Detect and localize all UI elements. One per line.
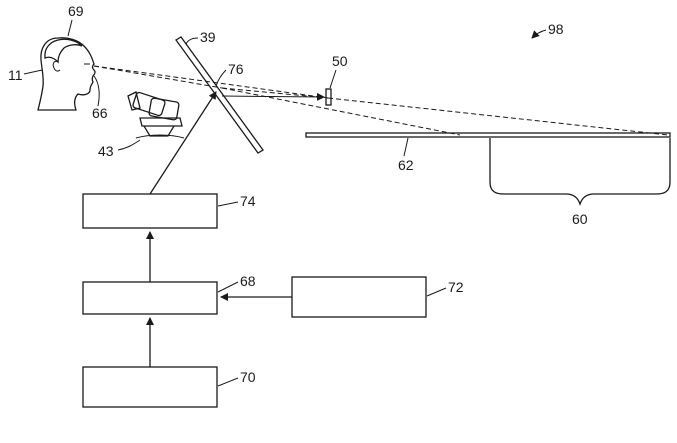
label-object: 50 [332, 53, 348, 69]
sightline-to-object [93, 65, 329, 99]
figure-ref-label: 98 [548, 21, 564, 37]
region-brace [489, 138, 671, 207]
label-region: 60 [572, 211, 588, 227]
sightline-mirror-object [221, 87, 329, 99]
label-box-top: 74 [240, 193, 256, 209]
sightline-to-surface-mid [221, 87, 461, 136]
camera-icon [127, 91, 185, 139]
leader-box-bottom [217, 377, 239, 387]
sightline-to-surface-end [327, 97, 669, 136]
label-camera: 43 [98, 143, 114, 159]
label-mirror-point: 76 [228, 61, 244, 77]
leader-mirror [185, 37, 199, 45]
leader-box-middle [217, 281, 239, 293]
box-68 [82, 281, 218, 315]
label-box-middle: 68 [240, 273, 256, 289]
box-74 [82, 193, 218, 229]
arrow-74-to-mirror [149, 91, 217, 195]
viewer-head [37, 37, 96, 111]
label-surface: 62 [398, 157, 414, 173]
surface-bar [305, 132, 671, 138]
leader-mirror-point [215, 69, 227, 87]
object-marker [325, 88, 332, 106]
box-72 [291, 276, 427, 318]
figure-ref-arrow [531, 29, 547, 39]
label-box-bottom: 70 [240, 369, 256, 385]
label-box-right: 72 [448, 279, 464, 295]
leader-camera [117, 139, 141, 151]
leader-box-right [426, 287, 447, 297]
leader-surface [403, 137, 409, 157]
box-70 [82, 366, 218, 408]
label-eye: 66 [92, 105, 108, 121]
leader-eye [93, 75, 100, 107]
label-head-side: 11 [8, 67, 23, 83]
ear-icon [52, 61, 61, 72]
figure-reference: 98 [531, 21, 564, 39]
leader-head-side [23, 69, 43, 75]
leader-object [329, 69, 337, 89]
label-mirror: 39 [200, 29, 216, 45]
label-head: 69 [68, 3, 84, 19]
leader-head [67, 19, 73, 37]
leader-box-top [217, 201, 239, 207]
mirror [175, 36, 264, 154]
sightline-to-mirror [93, 65, 223, 89]
projection-arrow [221, 92, 325, 101]
